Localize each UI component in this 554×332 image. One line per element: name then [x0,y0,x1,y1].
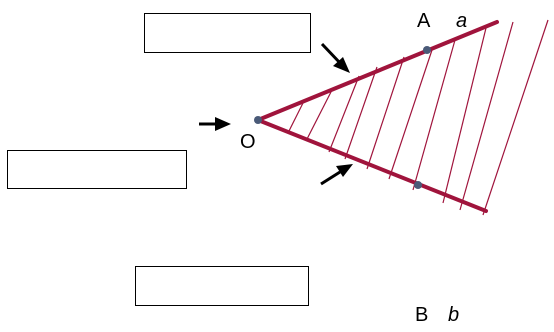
point-b-dot [414,181,422,189]
answer-box-left[interactable] [7,150,187,189]
arrow-to-ray-a [320,42,350,73]
hatch-line [287,102,304,134]
hatch-line [344,66,378,160]
ray-b-label: b [448,304,460,326]
hatch-line [328,75,360,153]
arrow-to-ray-b [320,164,353,186]
point-a-dot [423,46,431,54]
point-a-label: A [417,10,431,32]
ray-a-label: a [456,10,468,32]
vertex-o-point [254,116,262,124]
ray-a-line [256,20,499,122]
hatch-line [388,49,433,180]
hatch-line [442,27,487,204]
answer-box-bottom[interactable] [135,266,309,306]
point-b-label: B [415,304,429,326]
angle-interior-hatching [287,19,549,216]
hatch-line [366,56,405,170]
hatch-line [412,39,456,191]
arrow-to-vertex [199,117,231,131]
vertex-o-label: O [240,131,256,153]
hatch-line [305,87,334,142]
hatch-line [482,19,549,216]
ray-b-line [256,118,488,213]
hatch-line [459,21,514,211]
answer-box-top[interactable] [144,13,311,53]
